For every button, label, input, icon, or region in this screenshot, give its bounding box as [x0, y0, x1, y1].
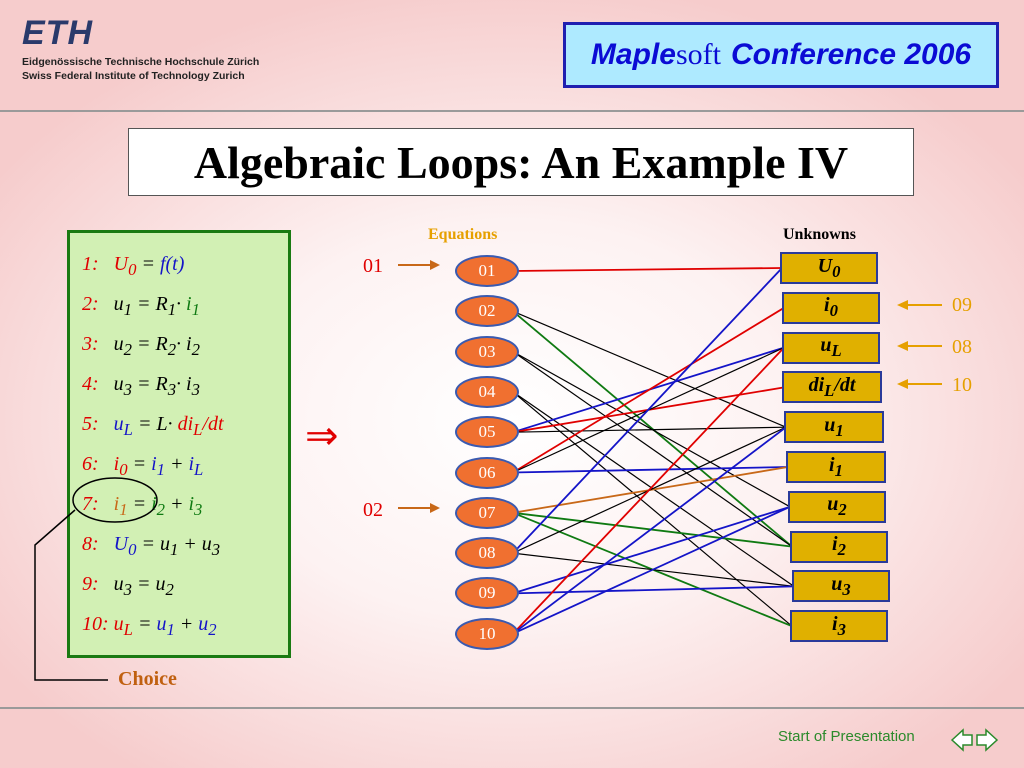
unknown-box-10: i3 — [790, 610, 888, 643]
institution-name-german: Eidgenössische Technische Hochschule Zür… — [22, 56, 260, 68]
conference-maple: Maple — [590, 38, 676, 71]
unknown-box-4: diL/dt — [782, 371, 882, 404]
edge-1-1 — [512, 267, 783, 272]
label-01: 01 — [363, 255, 383, 277]
eth-logo: ETH — [22, 14, 93, 52]
equation-node-06: 06 — [455, 456, 519, 489]
conference-title: Conference 2006 — [730, 38, 972, 71]
label-02: 02 — [363, 499, 383, 521]
edge-10-3 — [512, 346, 785, 635]
equation-7: 7: i1 = i2 + i3 — [82, 493, 203, 519]
equation-node-09: 09 — [455, 577, 519, 610]
right-arrow-08 — [897, 341, 942, 351]
equations-header: Equations — [428, 226, 498, 243]
equation-2: 2: u1 = R1· i1 — [82, 293, 200, 319]
slide-title: Algebraic Loops: An Example IV — [128, 128, 914, 196]
unknown-box-7: u2 — [788, 490, 886, 523]
edge-2-5 — [512, 310, 787, 428]
equation-node-01: 01 — [455, 255, 519, 287]
unknown-box-9: u3 — [792, 570, 890, 603]
equation-node-05: 05 — [455, 416, 519, 449]
header-divider — [0, 110, 1024, 112]
unknown-box-1: U0 — [780, 252, 878, 284]
left-arrow-02 — [398, 503, 440, 513]
equation-node-03: 03 — [455, 335, 519, 368]
choice-label: Choice — [118, 668, 177, 690]
equation-node-02: 02 — [455, 295, 519, 328]
equations-panel: 1: U0 = f(t) 2: u1 = R1· i1 3: u2 = R2· … — [67, 230, 291, 658]
choice-ellipse — [72, 477, 158, 523]
unknowns-header: Unknowns — [783, 226, 856, 243]
edge-7-8 — [512, 511, 793, 548]
equation-10: 10: uL = u1 + u2 — [82, 613, 217, 639]
label-08: 08 — [952, 336, 972, 358]
edge-6-6 — [512, 466, 789, 474]
equation-node-10: 10 — [455, 617, 519, 650]
unknown-box-8: i2 — [790, 530, 888, 563]
institution-name-english: Swiss Federal Institute of Technology Zu… — [22, 70, 245, 82]
edge-9-7 — [512, 505, 791, 595]
label-09: 09 — [952, 294, 972, 316]
unknown-box-6: i1 — [786, 451, 886, 483]
equation-8: 8: U0 = u1 + u3 — [82, 533, 221, 559]
equation-5: 5: uL = L· diL/dt — [82, 413, 224, 439]
equation-4: 4: u3 = R3· i3 — [82, 373, 200, 399]
arrow-left-icon[interactable] — [950, 727, 974, 753]
equation-9: 9: u3 = u2 — [82, 573, 174, 599]
equation-node-04: 04 — [455, 375, 519, 408]
equation-node-07: 07 — [455, 496, 519, 529]
edge-layer — [512, 267, 795, 635]
arrow-right-icon[interactable] — [975, 727, 999, 753]
conference-soft: soft — [675, 38, 721, 71]
equation-node-08: 08 — [455, 537, 519, 570]
footer-divider — [0, 707, 1024, 709]
edge-5-5 — [512, 426, 787, 433]
unknown-box-5: u1 — [784, 411, 884, 444]
edge-2-8 — [512, 310, 793, 548]
equation-1: 1: U0 = f(t) — [82, 253, 185, 279]
edge-6-2 — [512, 307, 785, 474]
implies-symbol: ⇒ — [305, 413, 339, 458]
edge-3-8 — [512, 351, 793, 548]
right-arrow-10 — [897, 379, 942, 389]
choice-pointer — [34, 509, 108, 681]
edge-10-5 — [512, 426, 787, 635]
unknown-box-3: uL — [782, 331, 880, 364]
start-of-presentation-link[interactable]: Start of Presentation — [778, 728, 915, 745]
edge-8-1 — [512, 267, 783, 554]
label-10: 10 — [952, 374, 972, 396]
left-arrow-01 — [398, 260, 440, 270]
edge-10-7 — [512, 505, 791, 635]
equation-3: 3: u2 = R2· i2 — [82, 333, 200, 359]
equation-6: 6: i0 = i1 + iL — [82, 453, 204, 479]
edge-9-9 — [512, 585, 795, 595]
right-arrow-09 — [897, 300, 942, 310]
unknown-box-2: i0 — [782, 291, 880, 324]
